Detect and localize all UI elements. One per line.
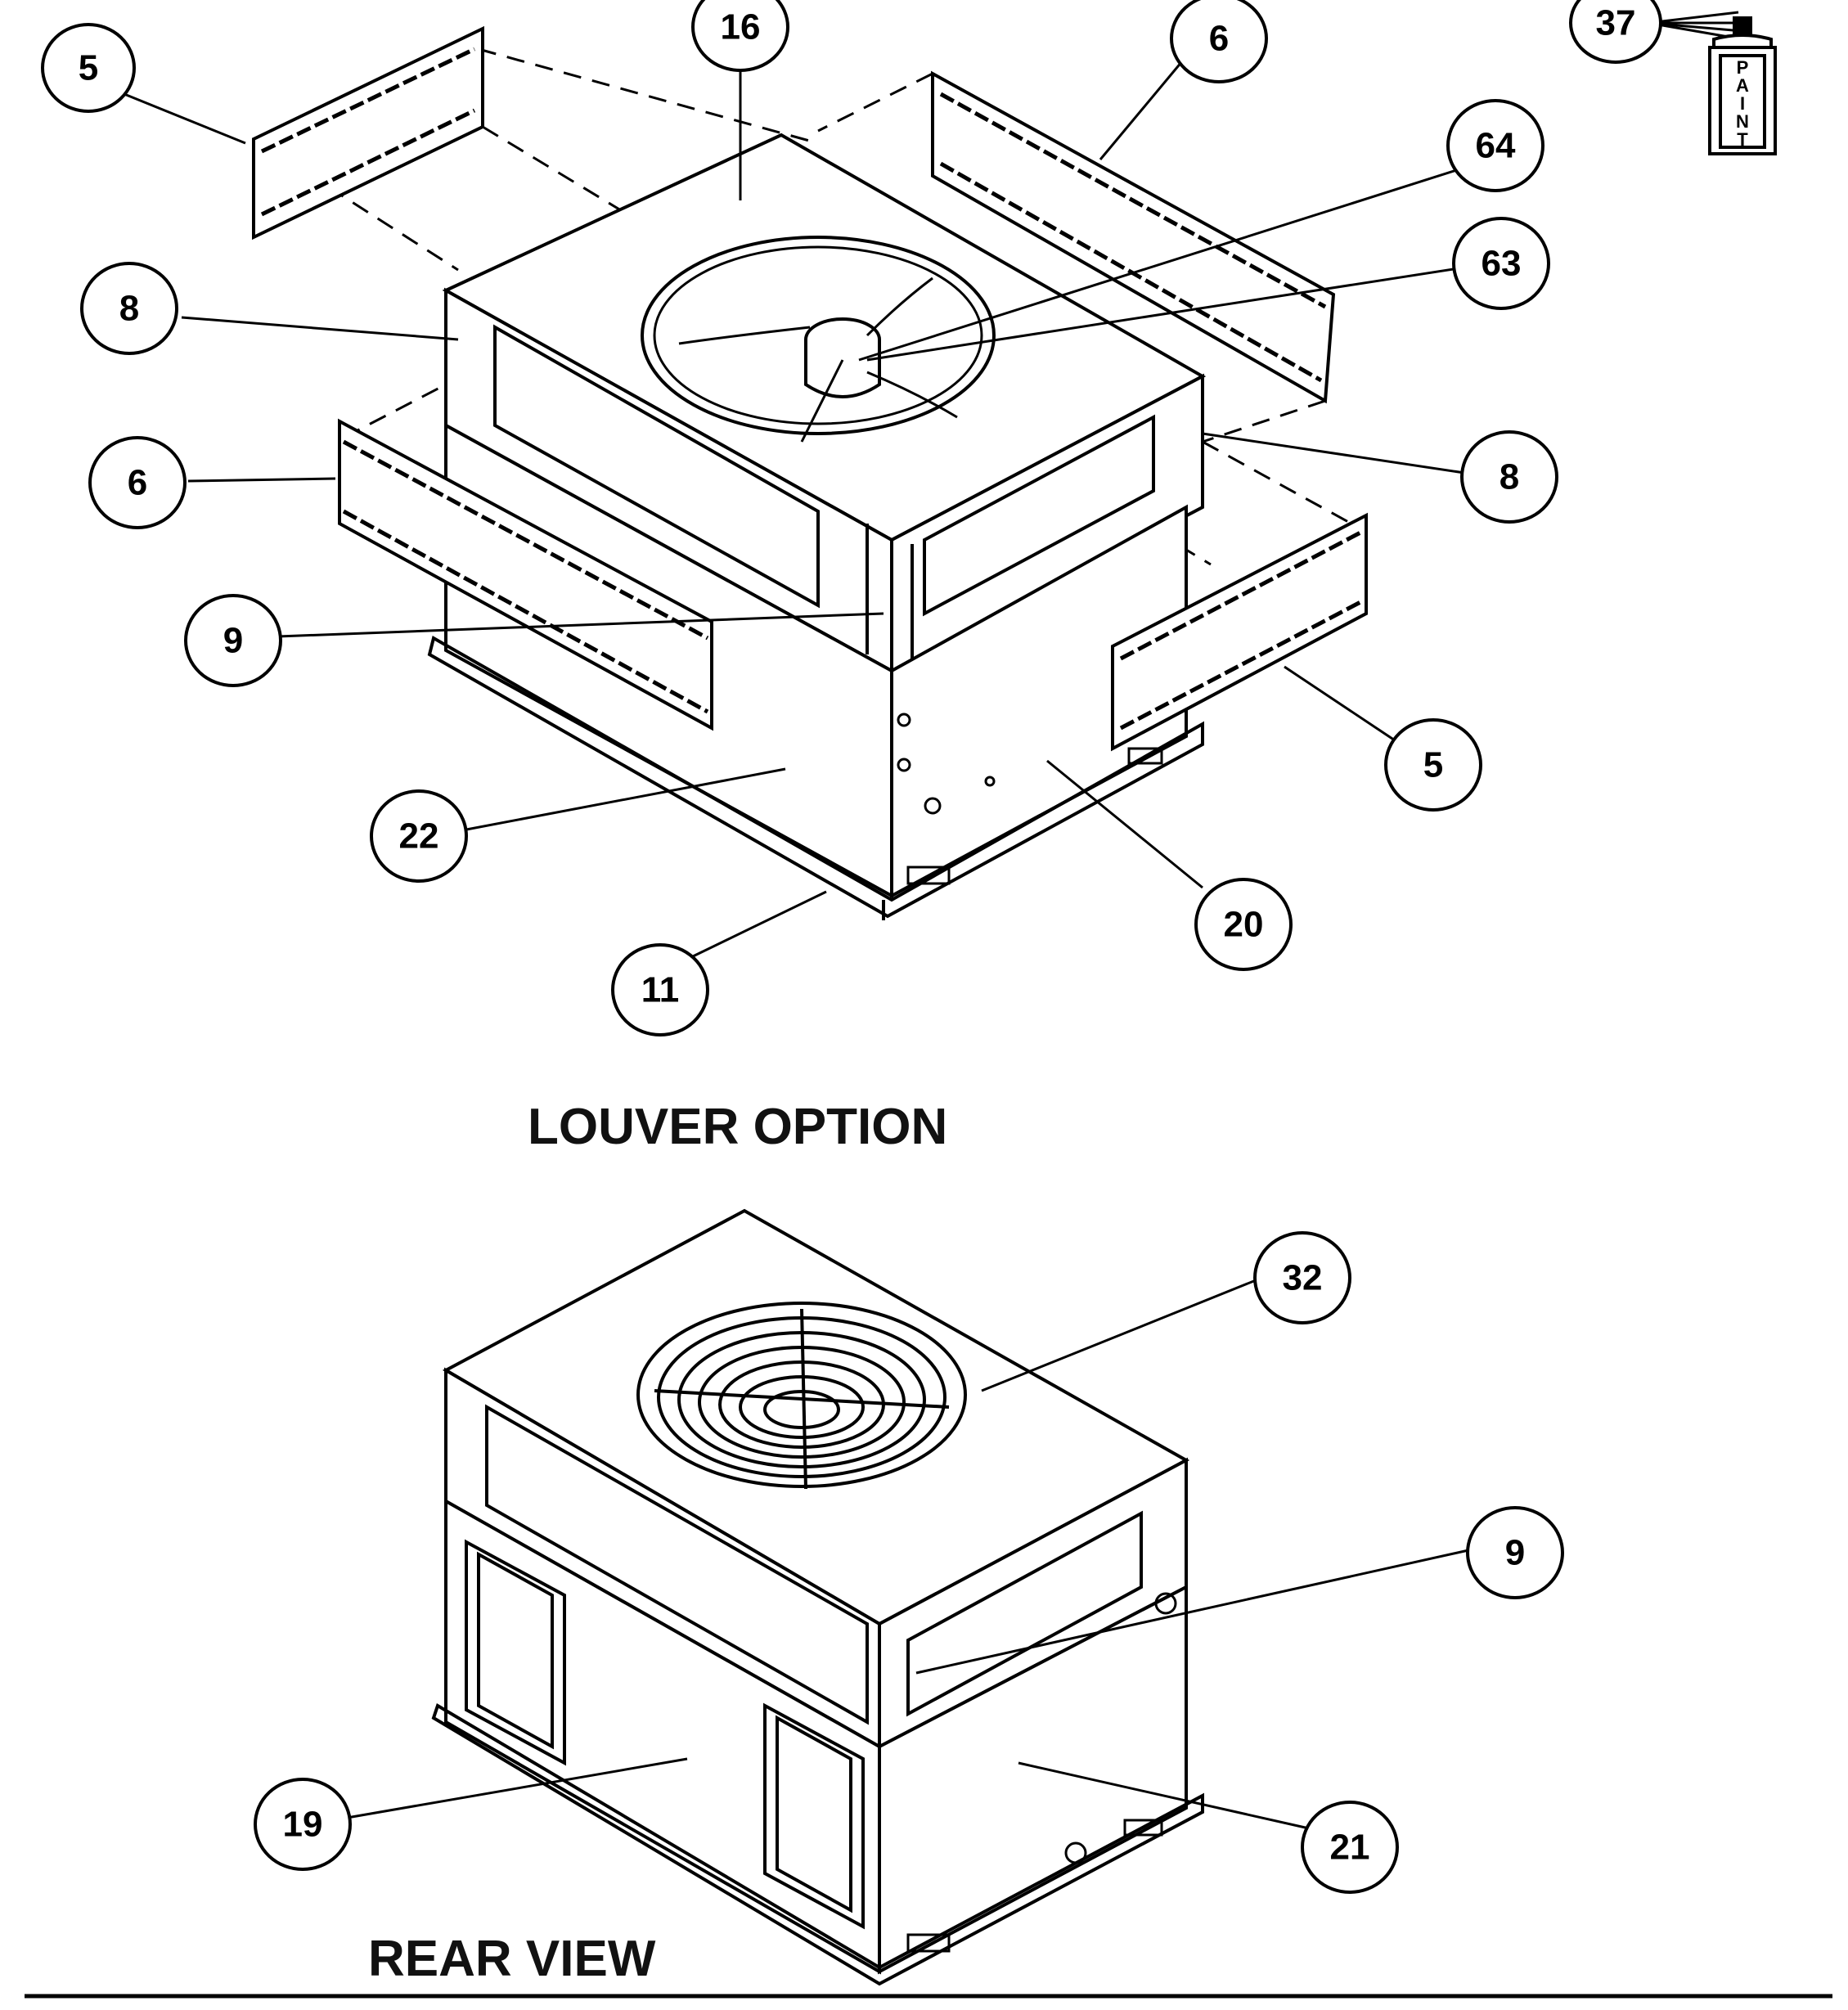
leader-lines (119, 11, 1743, 1830)
callout-6-left-text: 6 (128, 463, 147, 503)
callout-9-bottom (1466, 1506, 1564, 1599)
paint-letter-3: I (1740, 93, 1745, 114)
callout-5-right-text: 5 (1423, 745, 1443, 785)
callout-21-text: 21 (1330, 1828, 1370, 1868)
callout-37-text: 37 (1596, 3, 1636, 43)
callout-32 (1253, 1231, 1351, 1324)
callout-9-top (184, 594, 282, 687)
rear-view-unit-drawing (431, 1208, 1204, 1986)
callout-16-text: 16 (721, 7, 761, 47)
callout-11 (611, 943, 709, 1036)
callout-16 (691, 0, 789, 72)
callout-22 (370, 789, 468, 883)
paint-letter-4: N (1736, 111, 1749, 132)
paint-can-icon: P A I N T (1708, 16, 1777, 155)
callout-63 (1452, 217, 1550, 310)
paint-letter-2: A (1736, 75, 1749, 96)
callout-20-text: 20 (1224, 905, 1264, 945)
callout-32-text: 32 (1283, 1258, 1323, 1298)
louver-option-title: LOUVER OPTION (528, 1099, 947, 1155)
callout-5-right (1384, 718, 1482, 812)
callout-11-text: 11 (641, 970, 680, 1010)
callout-22-text: 22 (399, 816, 439, 857)
callout-6-left (88, 436, 187, 529)
callout-19-text: 19 (283, 1805, 323, 1845)
callout-8-left (80, 262, 178, 355)
callout-20 (1194, 878, 1293, 971)
callout-19 (254, 1778, 352, 1871)
paint-letter-5: T (1737, 129, 1748, 150)
callout-9-top-text: 9 (223, 621, 243, 661)
callout-8-right (1460, 430, 1558, 524)
louver-unit-drawing (252, 25, 1368, 920)
rear-view-title: REAR VIEW (368, 1931, 656, 1987)
callout-37 (1569, 0, 1662, 64)
callout-63-text: 63 (1482, 244, 1522, 284)
paint-letter-1: P (1737, 57, 1749, 78)
callout-64 (1446, 99, 1544, 192)
callout-5-top-left-text: 5 (79, 48, 98, 88)
callout-bubbles (41, 0, 1662, 1894)
callout-64-text: 64 (1476, 126, 1516, 166)
callout-6-top-right (1170, 0, 1268, 83)
callout-8-left-text: 8 (119, 289, 139, 329)
callout-6-top-right-text: 6 (1209, 19, 1229, 59)
callout-numbers: 5 16 6 37 64 63 8 6 8 9 5 22 20 11 32 9 … (79, 3, 1636, 1868)
callout-9-bottom-text: 9 (1505, 1533, 1525, 1573)
callout-5-top-left (41, 23, 136, 113)
callout-8-right-text: 8 (1500, 457, 1519, 497)
callout-21 (1301, 1801, 1399, 1894)
